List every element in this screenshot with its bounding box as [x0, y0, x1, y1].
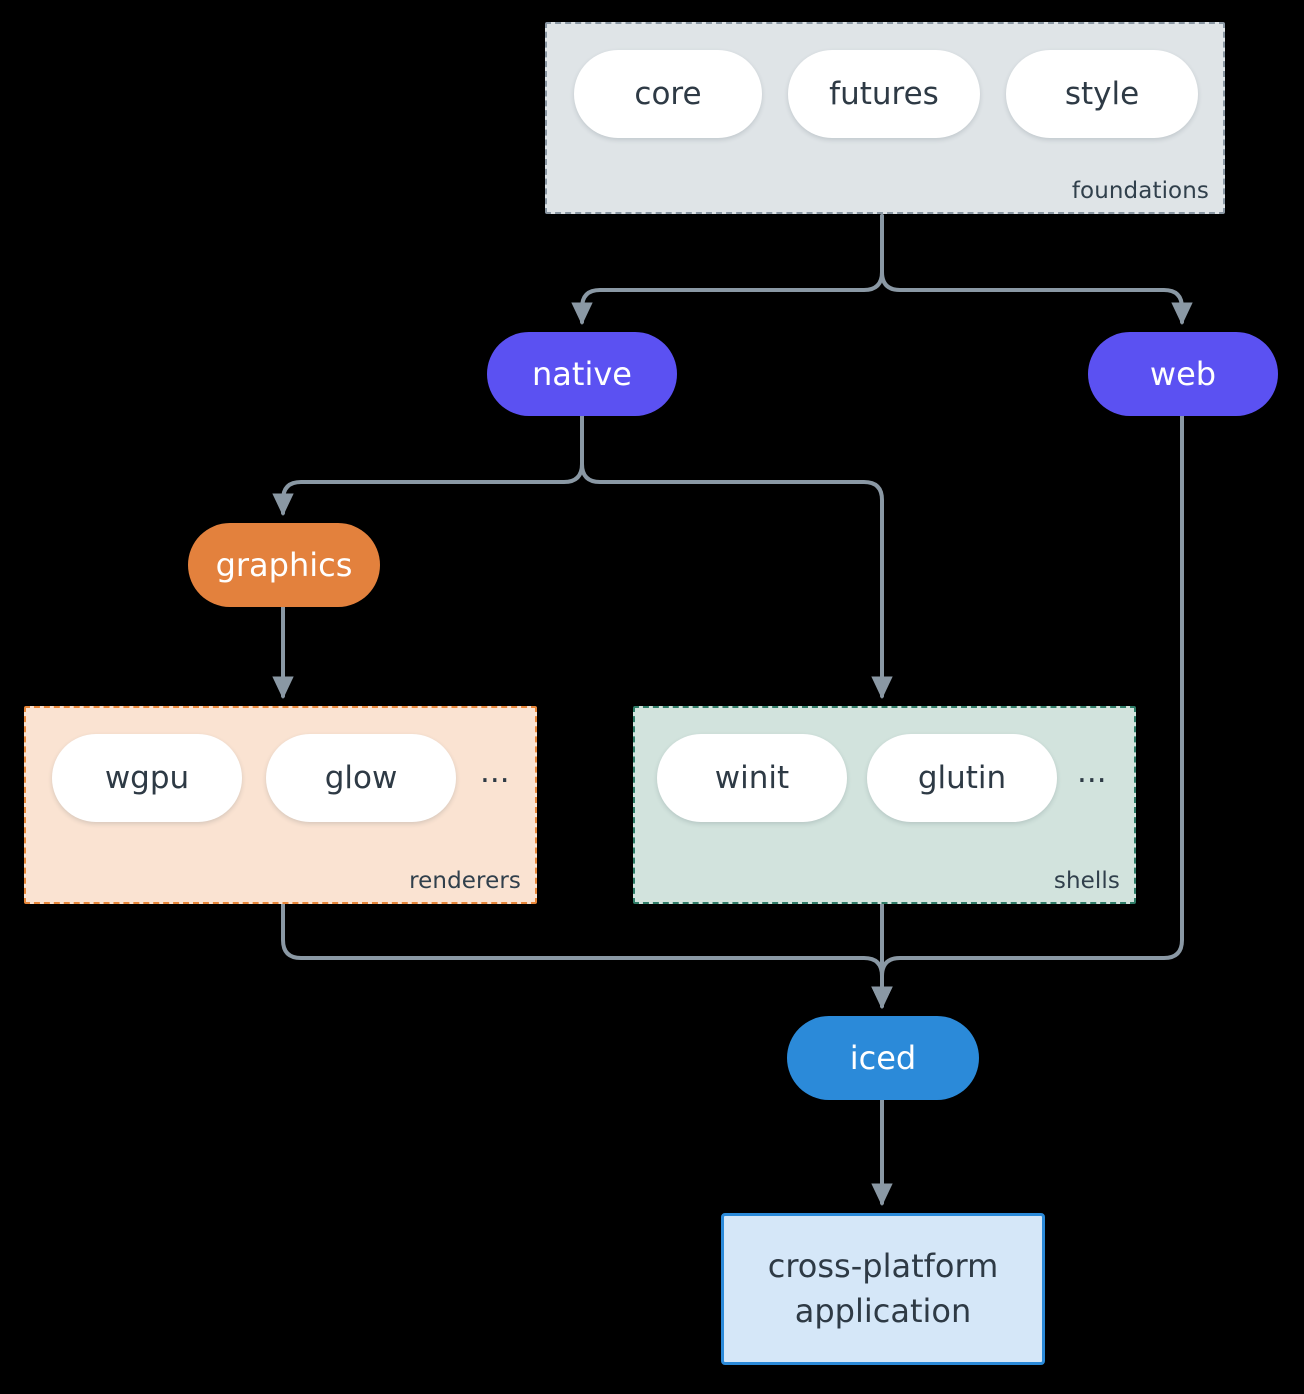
group-renderers: wgpu glow ... renderers — [24, 706, 537, 904]
edge-native-to-graphics — [272, 414, 584, 517]
node-native-label: native — [532, 355, 632, 393]
renderers-ellipsis: ... — [480, 753, 510, 790]
group-shells-label: shells — [1053, 868, 1120, 894]
foundations-item-style-label: style — [1064, 76, 1140, 112]
foundations-item-style[interactable]: style — [1006, 50, 1198, 138]
renderers-item-wgpu-label: wgpu — [104, 760, 190, 796]
foundations-item-futures[interactable]: futures — [788, 50, 980, 138]
renderers-item-wgpu[interactable]: wgpu — [52, 734, 242, 822]
node-iced[interactable]: iced — [787, 1016, 979, 1100]
renderers-item-glow[interactable]: glow — [266, 734, 456, 822]
node-web[interactable]: web — [1088, 332, 1278, 416]
shells-item-winit-label: winit — [714, 760, 790, 796]
edge-native-to-shells — [580, 414, 893, 700]
edge-foundations-to-web — [880, 214, 1193, 326]
group-renderers-label: renderers — [409, 868, 521, 894]
shells-item-list: winit glutin ... — [657, 734, 1107, 822]
node-web-label: web — [1149, 355, 1217, 393]
shells-item-winit[interactable]: winit — [657, 734, 847, 822]
group-shells: winit glutin ... shells — [633, 706, 1136, 904]
node-graphics[interactable]: graphics — [188, 523, 380, 607]
group-foundations-label: foundations — [1071, 178, 1209, 204]
node-graphics-label: graphics — [215, 546, 353, 584]
shells-item-glutin[interactable]: glutin — [867, 734, 1057, 822]
group-foundations: core futures style foundations — [545, 22, 1225, 214]
foundations-item-list: core futures style — [574, 50, 1198, 138]
shells-item-glutin-label: glutin — [917, 760, 1007, 796]
renderers-item-glow-label: glow — [324, 760, 398, 796]
foundations-item-futures-label: futures — [829, 76, 939, 112]
node-application-line1: cross-platform — [767, 1246, 999, 1285]
shells-ellipsis: ... — [1077, 753, 1107, 790]
node-cross-platform-application[interactable]: cross-platform application — [721, 1213, 1045, 1365]
foundations-item-core[interactable]: core — [574, 50, 762, 138]
renderers-item-list: wgpu glow ... — [52, 734, 510, 822]
node-native[interactable]: native — [487, 332, 677, 416]
foundations-item-core-label: core — [634, 76, 702, 112]
edge-foundations-to-native — [571, 214, 884, 326]
node-iced-label: iced — [849, 1039, 917, 1077]
edge-renderers-to-iced — [281, 902, 893, 1010]
node-application-line2: application — [794, 1292, 972, 1330]
